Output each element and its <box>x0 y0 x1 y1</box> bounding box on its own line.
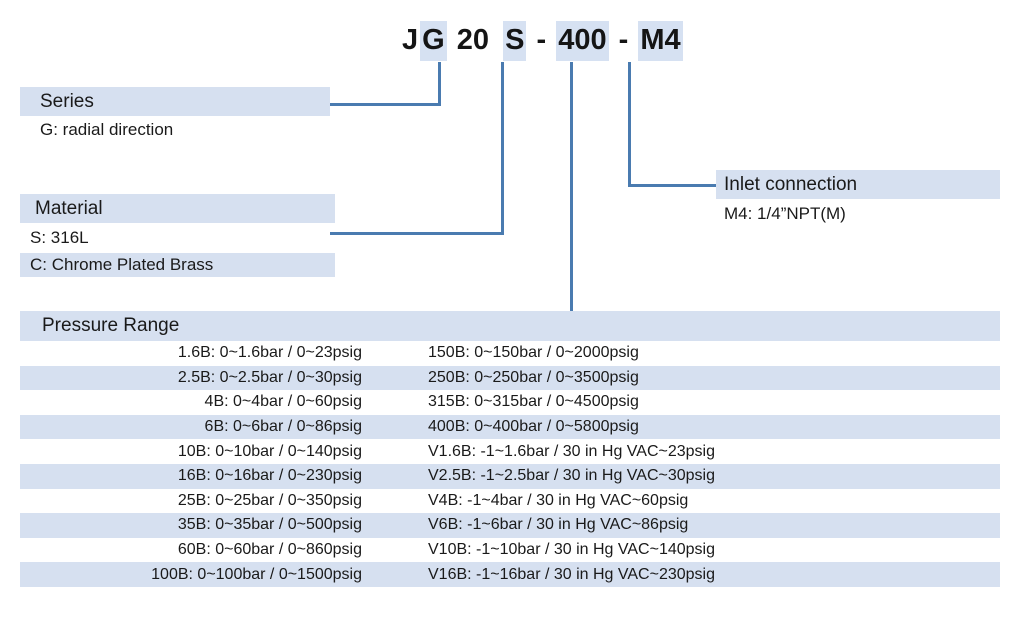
part-number-segment-4: S <box>503 21 527 61</box>
part-number-segment-1: G <box>420 21 447 61</box>
leader-line-pressure-vertical <box>570 62 573 312</box>
part-number-segment-7: - <box>610 24 637 56</box>
inlet-connection-title-band <box>716 170 1000 199</box>
pressure-range-cell-left: 25B: 0~25bar / 0~350psig <box>177 491 362 509</box>
part-number-segment-3 <box>491 21 503 61</box>
pressure-range-cell-left: 4B: 0~4bar / 0~60psig <box>204 393 362 411</box>
pressure-range-title: Pressure Range <box>20 311 1000 341</box>
pressure-range-cell-left: 2.5B: 0~2.5bar / 0~30psig <box>177 368 362 386</box>
pressure-range-cell-right: V2.5B: -1~2.5bar / 30 in Hg VAC~30psig <box>428 467 715 485</box>
pressure-range-cell-right: V10B: -1~10bar / 30 in Hg VAC~140psig <box>428 541 715 559</box>
series-title-band <box>20 87 330 116</box>
pressure-range-cell-left: 10B: 0~10bar / 0~140psig <box>177 442 362 460</box>
part-number-segment-6: 400 <box>556 21 609 61</box>
material-option-0: S: 316L <box>30 228 89 247</box>
leader-line-series-horizontal <box>330 103 441 106</box>
material-title-band <box>20 194 335 223</box>
pressure-range-rows: 1.6B: 0~1.6bar / 0~23psig 150B: 0~150bar … <box>20 341 1000 587</box>
part-number-segment-5: - <box>528 24 555 56</box>
pressure-range-row: 1.6B: 0~1.6bar / 0~23psig 150B: 0~150bar … <box>20 341 1000 366</box>
series-option-0: G: radial direction <box>40 120 174 139</box>
pressure-range-row: 16B: 0~16bar / 0~230psig V2.5B: -1~2.5bar… <box>20 463 1000 489</box>
pressure-range-cell-left: 6B: 0~6bar / 0~86psig <box>204 418 362 436</box>
pressure-range-cell-left: 60B: 0~60bar / 0~860psig <box>177 541 362 559</box>
pressure-range-cell-right: V1.6B: -1~1.6bar / 30 in Hg VAC~23psig <box>428 442 715 460</box>
pressure-range-cell-right: 150B: 0~150bar / 0~2000psig <box>428 344 639 362</box>
pressure-range-cell-right: V16B: -1~16bar / 30 in Hg VAC~230psig <box>428 565 715 583</box>
pressure-range-table: Pressure Range 1.6B: 0~1.6bar / 0~23psig… <box>20 311 1000 587</box>
leader-line-material-horizontal <box>330 232 504 235</box>
pressure-range-row: 6B: 0~6bar / 0~86psig 400B: 0~400bar / 0~… <box>20 414 1000 440</box>
leader-line-inlet-horizontal <box>628 184 716 187</box>
pressure-range-row: 100B: 0~100bar / 0~1500psig V16B: -1~16ba… <box>20 562 1000 587</box>
pressure-range-cell-right: V6B: -1~6bar / 30 in Hg VAC~86psig <box>428 516 689 534</box>
pressure-range-row: 60B: 0~60bar / 0~860psig V10B: -1~10bar /… <box>20 538 1000 563</box>
pressure-range-cell-left: 35B: 0~35bar / 0~500psig <box>177 516 362 534</box>
pressure-range-row: 2.5B: 0~2.5bar / 0~30psig 250B: 0~250bar … <box>20 365 1000 391</box>
pressure-range-row: 35B: 0~35bar / 0~500psig V6B: -1~6bar / 3… <box>20 513 1000 538</box>
leader-line-series-vertical <box>438 62 441 106</box>
inlet-connection-option-0: M4: 1/4”NPT(M) <box>724 204 846 223</box>
pressure-range-cell-left: 100B: 0~100bar / 0~1500psig <box>151 565 362 583</box>
pressure-range-cell-right: V4B: -1~4bar / 30 in Hg VAC~60psig <box>428 491 689 509</box>
series-title: Series <box>40 91 94 112</box>
leader-line-material-vertical <box>501 62 504 235</box>
pressure-range-row: 25B: 0~25bar / 0~350psig V4B: -1~4bar / 3… <box>20 489 1000 514</box>
pressure-range-row: 10B: 0~10bar / 0~140psig V1.6B: -1~1.6bar… <box>20 439 1000 464</box>
pressure-range-cell-left: 16B: 0~16bar / 0~230psig <box>177 467 362 485</box>
part-number-segment-0: J <box>402 24 419 56</box>
material-title: Material <box>35 198 103 219</box>
pressure-range-cell-left: 1.6B: 0~1.6bar / 0~23psig <box>177 344 362 362</box>
pressure-range-row: 4B: 0~4bar / 0~60psig 315B: 0~315bar / 0~… <box>20 390 1000 415</box>
part-number-segment-2: 20 <box>448 24 490 56</box>
material-option-1-band <box>20 253 335 277</box>
leader-line-inlet-vertical <box>628 62 631 186</box>
material-option-1: C: Chrome Plated Brass <box>30 255 214 274</box>
part-number-segment-8: M4 <box>638 21 683 61</box>
pressure-range-cell-right: 400B: 0~400bar / 0~5800psig <box>428 418 639 436</box>
inlet-connection-title: Inlet connection <box>724 174 858 195</box>
pressure-range-cell-right: 250B: 0~250bar / 0~3500psig <box>428 368 639 386</box>
pressure-range-cell-right: 315B: 0~315bar / 0~4500psig <box>428 393 639 411</box>
